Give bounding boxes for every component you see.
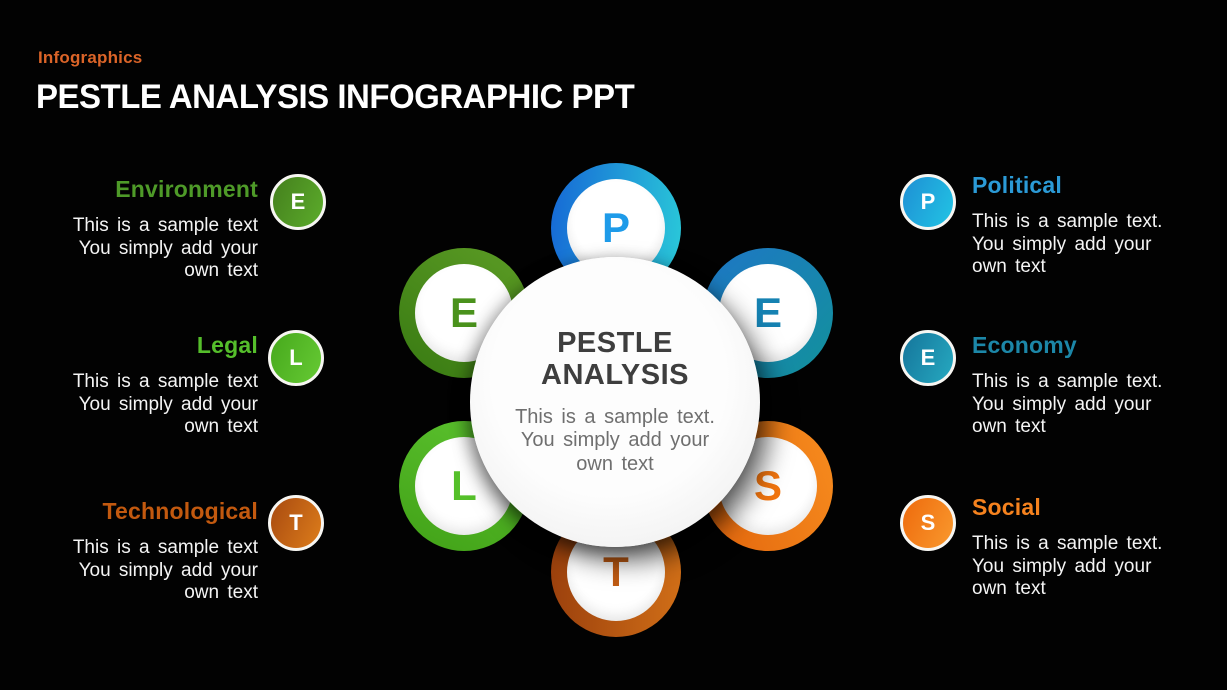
petal-legal-letter: L bbox=[451, 462, 477, 509]
environment-badge-letter: E bbox=[290, 189, 306, 214]
technological-badge: T bbox=[268, 495, 324, 551]
technological-heading: Technological bbox=[102, 498, 258, 524]
center-title: PESTLE ANALYSIS bbox=[541, 326, 689, 391]
page-title: PESTLE ANALYSIS INFOGRAPHIC PPT bbox=[36, 78, 635, 116]
list-item-legal: Legal This is a sample text You simply a… bbox=[30, 332, 258, 439]
technological-body-text: This is a sample text You simply add you… bbox=[72, 537, 258, 603]
legal-heading: Legal bbox=[196, 332, 258, 358]
political-badge-letter: P bbox=[920, 189, 936, 214]
eyebrow-label: Infographics bbox=[38, 48, 143, 67]
social-body-text: This is a sample text. You simply add yo… bbox=[972, 533, 1163, 599]
social-heading: Social bbox=[972, 494, 1041, 520]
center-circle: PESTLE ANALYSIS This is a sample text. Y… bbox=[470, 257, 760, 547]
economy-heading: Economy bbox=[972, 332, 1077, 358]
petal-social-letter: S bbox=[753, 462, 782, 509]
political-heading: Political bbox=[972, 172, 1062, 198]
environment-heading: Environment bbox=[115, 176, 258, 202]
economy-badge-letter: E bbox=[920, 345, 936, 370]
petal-environment-letter: E bbox=[449, 289, 478, 336]
list-item-environment: Environment This is a sample text You si… bbox=[30, 176, 258, 283]
social-badge: S bbox=[900, 495, 956, 551]
petal-technological-letter: T bbox=[603, 548, 629, 595]
legal-badge: L bbox=[268, 330, 324, 386]
petal-political-letter: P bbox=[601, 204, 630, 251]
legal-body-text: This is a sample text You simply add you… bbox=[72, 371, 258, 437]
political-badge: P bbox=[900, 174, 956, 230]
economy-body-text: This is a sample text. You simply add yo… bbox=[972, 371, 1163, 437]
petal-economy-letter: E bbox=[753, 289, 782, 336]
legal-badge-letter: L bbox=[289, 345, 303, 370]
technological-badge-letter: T bbox=[289, 510, 303, 535]
list-item-economy: Economy This is a sample text. You simpl… bbox=[972, 332, 1182, 439]
environment-body-text: This is a sample text You simply add you… bbox=[72, 215, 258, 281]
list-item-social: Social This is a sample text. You simply… bbox=[972, 494, 1182, 601]
list-item-technological: Technological This is a sample text You … bbox=[30, 498, 258, 605]
economy-badge: E bbox=[900, 330, 956, 386]
political-body-text: This is a sample text. You simply add yo… bbox=[972, 211, 1163, 277]
social-badge-letter: S bbox=[920, 510, 936, 535]
list-item-political: Political This is a sample text. You sim… bbox=[972, 172, 1182, 279]
environment-badge: E bbox=[270, 174, 326, 230]
center-body-text: This is a sample text. You simply add yo… bbox=[515, 405, 715, 475]
